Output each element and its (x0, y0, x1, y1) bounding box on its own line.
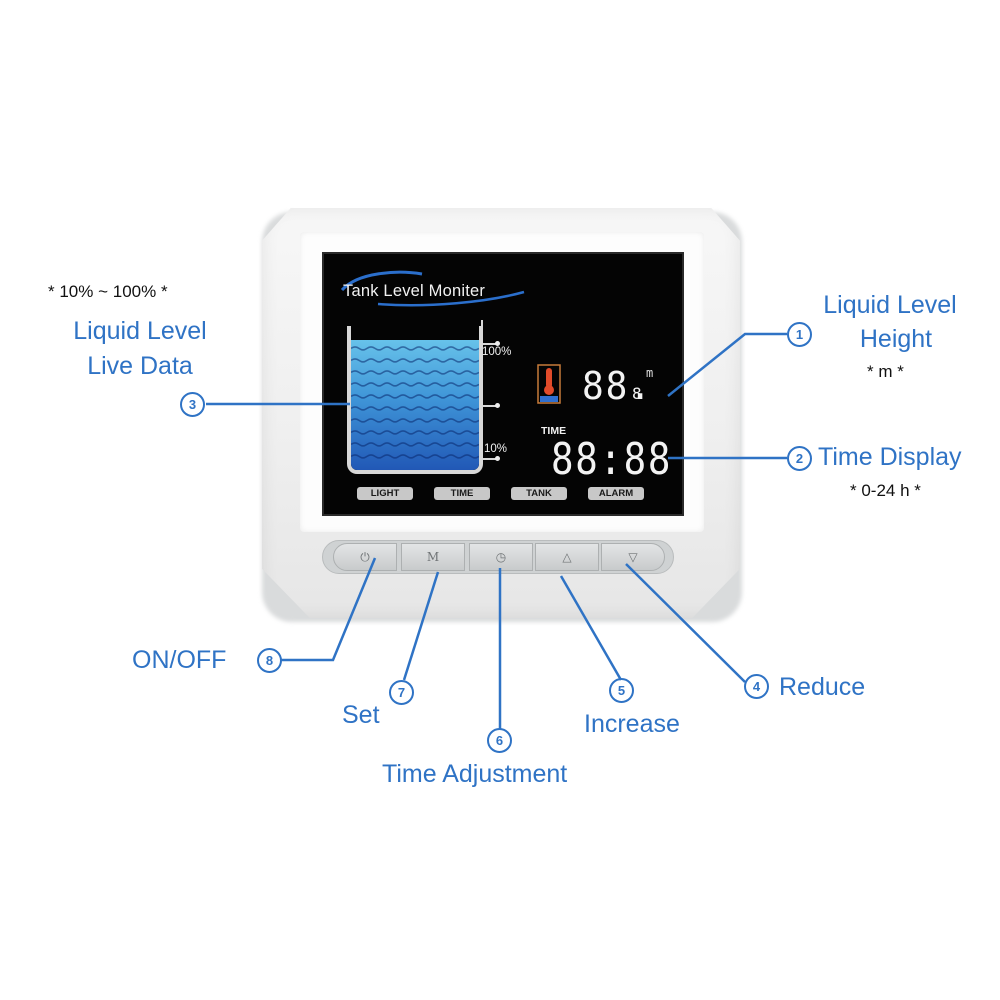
reduce-button[interactable]: ▽ (601, 543, 665, 571)
time-range-note: * 0-24 h * (850, 481, 921, 500)
tab-tank: TANK (511, 487, 567, 500)
tab-alarm: ALARM (588, 487, 644, 500)
power-icon: ⏻ (360, 550, 370, 564)
set-label: Set (342, 701, 380, 729)
badge-7: 7 (389, 680, 414, 705)
wave-line (351, 442, 479, 447)
height-label-2: Height (859, 325, 933, 353)
live-data-label-1: Liquid Level (73, 317, 207, 345)
wave-line (351, 430, 479, 435)
clock-icon: ◷ (495, 550, 507, 564)
height-label-1: Liquid Level (823, 291, 957, 319)
wave-line (351, 454, 479, 459)
level-readout: 88. (582, 364, 653, 408)
tick-10 (483, 458, 497, 460)
live-data-label-2: Live Data (87, 352, 193, 380)
time-adjust-label: Time Adjustment (382, 760, 568, 788)
tab-time: TIME (434, 487, 490, 500)
tab-light: LIGHT (357, 487, 413, 500)
time-label: TIME (541, 425, 567, 437)
time-readout: 88:88 (551, 434, 673, 485)
increase-label: Increase (584, 710, 680, 738)
m-icon: M (426, 550, 440, 564)
badge-4: 4 (744, 674, 769, 699)
tick-mid (483, 405, 497, 407)
level-readout-decimal: 8 (632, 384, 644, 403)
tank-post (481, 320, 483, 330)
height-note: * m * (867, 362, 904, 381)
badge-8: 8 (257, 648, 282, 673)
wave-line (351, 346, 479, 351)
badge-6: 6 (487, 728, 512, 753)
badge-3: 3 (180, 392, 205, 417)
set-button[interactable]: M (401, 543, 465, 571)
wave-line (351, 418, 479, 423)
time-display-label: Time Display (818, 443, 962, 471)
wave-line (351, 382, 479, 387)
badge-2: 2 (787, 446, 812, 471)
tick-100 (483, 343, 497, 345)
thermometer-icon (537, 364, 561, 404)
title-swoosh (340, 270, 525, 307)
wave-line (351, 394, 479, 399)
scale-top-label: 100% (482, 346, 512, 358)
tank-gauge (347, 326, 483, 474)
wave-line (351, 370, 479, 375)
increase-button[interactable]: △ (535, 543, 599, 571)
onoff-label: ON/OFF (132, 646, 227, 674)
wave-lines (351, 346, 479, 459)
level-unit: m (646, 366, 654, 380)
tick-dot-10 (495, 456, 500, 461)
tick-dot-100 (495, 341, 500, 346)
time-adjust-button[interactable]: ◷ (469, 543, 533, 571)
down-arrow-icon: ▽ (628, 550, 638, 564)
scale-bottom-label: 10% (484, 443, 508, 455)
range-note: * 10% ~ 100% * (48, 282, 168, 301)
badge-5: 5 (609, 678, 634, 703)
wave-line (351, 358, 479, 363)
badge-1: 1 (787, 322, 812, 347)
app-title: Tank Level Moniter (343, 282, 486, 300)
power-button[interactable]: ⏻ (333, 543, 397, 571)
reduce-label: Reduce (779, 673, 866, 701)
wave-line (351, 406, 479, 411)
up-arrow-icon: △ (562, 550, 572, 564)
tick-dot-mid (495, 403, 500, 408)
